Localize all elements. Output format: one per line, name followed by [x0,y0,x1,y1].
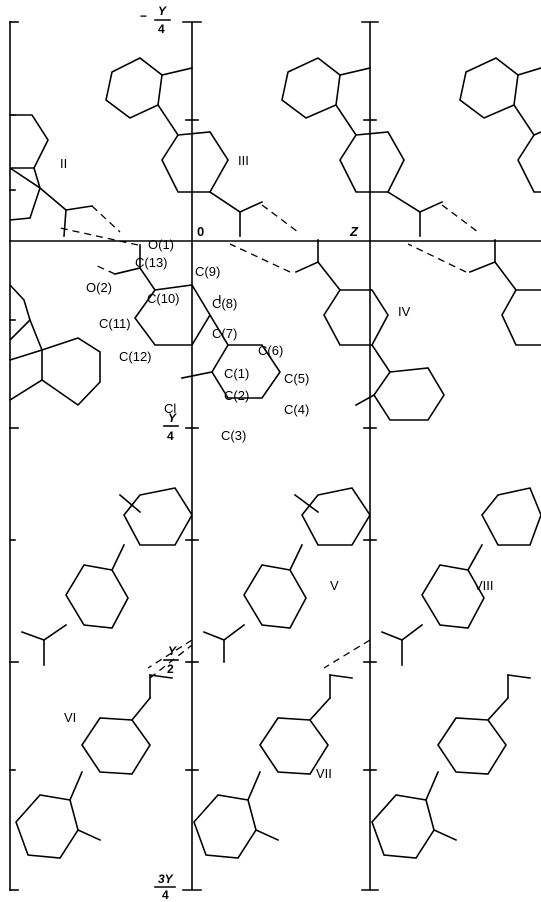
atom-label: C(11) [99,316,131,331]
atom-label: C(7) [212,326,237,341]
atom-label: O(2) [86,280,112,295]
molecule-bottom-right [371,674,531,859]
molecule-label: V [330,578,339,593]
svg-text:Y: Y [158,4,167,18]
y-mark-quarter: Y 4 [163,411,179,443]
atom-label: C(6) [258,343,283,358]
atom-label: Cl [164,401,176,416]
molecule-label: IV [398,304,411,319]
atom-label: C(2) [224,388,249,403]
svg-text:4: 4 [158,22,165,36]
molecule-VI [15,644,193,859]
molecule-V [202,487,371,663]
atom-label: C(1) [224,366,249,381]
molecule-II [9,114,121,237]
atom-label: C(4) [284,402,309,417]
svg-text:2: 2 [167,662,174,676]
molecule-label: I [218,292,222,307]
svg-text:3Y: 3Y [158,872,174,886]
atom-label: C(10) [147,291,180,306]
molecule-right-mid [407,239,541,346]
svg-text:4: 4 [162,888,169,902]
z-axis-label: Z [349,224,359,239]
y-mark-minus-quarter: − Y 4 [140,4,171,36]
molecule-IV [229,239,445,421]
atom-label: C(3) [221,428,246,443]
molecule-label: VI [64,710,76,725]
molecule-label: II [60,156,67,171]
molecule-label: III [238,153,249,168]
molecule-top-right [281,57,479,237]
atom-label: C(8) [212,296,237,311]
molecule-left-lower [20,487,193,669]
molecule-III [105,57,299,237]
atom-label: C(9) [195,264,220,279]
y-mark-half: Y 2 [163,644,179,676]
molecule-I [59,227,281,399]
svg-text:Y: Y [168,644,177,658]
molecule-label: VII [316,766,332,781]
y-mark-three-quarter: 3Y 4 [154,872,176,902]
atom-label: C(13) [135,255,168,270]
axis-frame [9,21,541,891]
svg-text:Y: Y [168,411,177,425]
molecule-top-far-right [459,57,541,193]
molecule-VIII [323,487,541,669]
atom-label: C(12) [119,349,152,364]
molecule-labels: I II III IV V VI VII VIII [60,153,494,781]
atom-labels: O(1) O(2) C(13) C(9) C(10) C(8) C(11) C(… [86,237,309,443]
svg-text:4: 4 [167,429,174,443]
molecule-label: VIII [474,578,494,593]
y-ticks [9,114,377,771]
molecule-VII [193,674,353,859]
atom-label: C(5) [284,371,309,386]
origin-label: 0 [197,224,204,239]
molecule-left-mid [8,284,101,407]
atom-label: O(1) [148,237,174,252]
svg-text:−: − [140,9,147,23]
